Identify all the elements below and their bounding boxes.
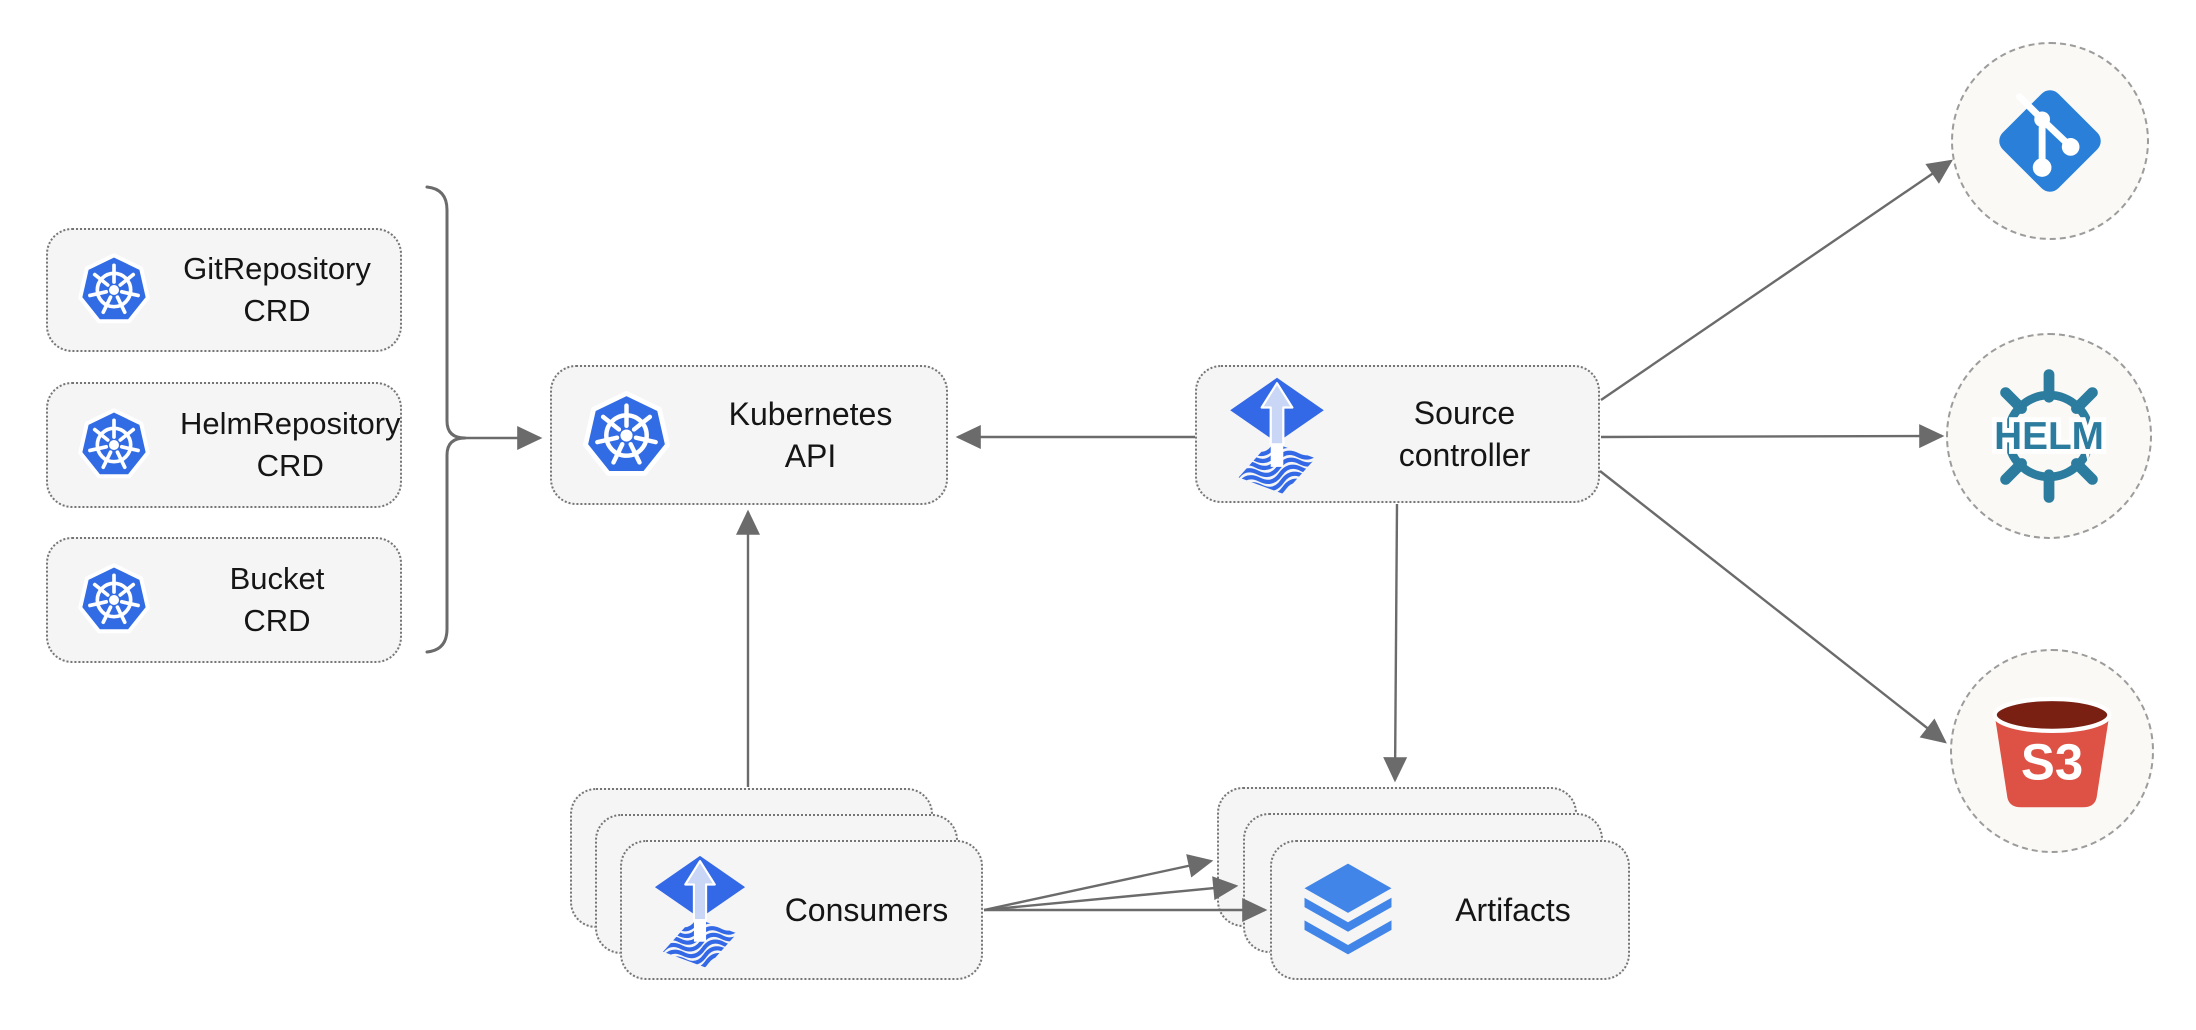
node-artifacts: Artifacts bbox=[1270, 840, 1630, 980]
external-git-repository bbox=[1951, 42, 2149, 240]
kubernetes-icon bbox=[74, 560, 154, 640]
git-icon bbox=[1999, 90, 2101, 192]
layers-icon bbox=[1304, 863, 1392, 955]
kubernetes-icon bbox=[578, 387, 675, 484]
connector-consumers-to-artifacts-2 bbox=[983, 876, 1239, 912]
s3-bucket-icon: S3 bbox=[1992, 696, 2112, 808]
node-consumers: Consumers bbox=[620, 840, 983, 980]
connector-source-controller-to-s3 bbox=[1599, 470, 1947, 744]
flux-icon bbox=[648, 852, 752, 969]
node-helmrepository-crd: HelmRepository CRD bbox=[46, 382, 402, 508]
node-gitrepository-crd: GitRepository CRD bbox=[46, 228, 402, 352]
kubernetes-icon bbox=[74, 405, 154, 485]
node-kubernetes-api: Kubernetes API bbox=[550, 365, 948, 505]
crd-group-brace bbox=[425, 185, 467, 654]
node-label: Artifacts bbox=[1455, 892, 1571, 928]
node-label: Kubernetes API bbox=[728, 396, 893, 474]
external-helm-repository: HELM bbox=[1946, 333, 2152, 539]
node-label: Source controller bbox=[1398, 395, 1531, 473]
external-s3-bucket: S3 bbox=[1950, 649, 2154, 853]
node-source-controller: Source controller bbox=[1195, 365, 1600, 503]
flux-icon bbox=[1223, 374, 1331, 495]
helm-label: HELM bbox=[1994, 415, 2104, 458]
connector-source-controller-to-git bbox=[1600, 159, 1953, 401]
connector-source-controller-to-artifacts bbox=[1383, 503, 1408, 783]
node-label: GitRepository CRD bbox=[183, 251, 371, 328]
node-label: Bucket CRD bbox=[229, 561, 325, 638]
node-label: HelmRepository CRD bbox=[180, 406, 401, 483]
kubernetes-icon bbox=[74, 250, 154, 330]
connector-source-controller-to-helm bbox=[1600, 424, 1945, 449]
connector-consumers-to-artifacts-1 bbox=[983, 854, 1214, 912]
node-bucket-crd: Bucket CRD bbox=[46, 537, 402, 663]
node-label: Consumers bbox=[784, 892, 949, 928]
helm-icon: HELM bbox=[1989, 369, 2109, 503]
s3-label: S3 bbox=[2021, 734, 2083, 791]
